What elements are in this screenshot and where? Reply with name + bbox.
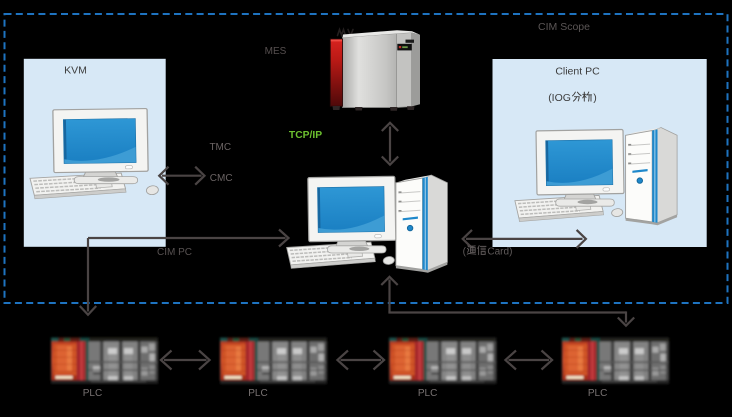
svg-text:PLC: PLC <box>83 388 102 399</box>
svg-text:CMC: CMC <box>210 173 233 184</box>
svg-text:TCP/IP: TCP/IP <box>289 130 322 141</box>
svg-text:PLC: PLC <box>418 388 437 399</box>
svg-text:Card): Card) <box>487 246 512 257</box>
svg-text:CIM PC: CIM PC <box>157 247 192 258</box>
svg-text:KVM: KVM <box>64 65 87 77</box>
svg-text:PLC: PLC <box>248 388 267 399</box>
svg-text:Client PC: Client PC <box>555 66 600 78</box>
svg-text:(: ( <box>463 246 467 257</box>
svg-text:(IOG: (IOG <box>548 92 571 104</box>
svg-text:TMC: TMC <box>209 142 231 153</box>
svg-text:): ) <box>593 92 597 104</box>
svg-text:MES: MES <box>265 46 287 57</box>
svg-text:PLC: PLC <box>588 388 607 399</box>
svg-text:CIM Scope: CIM Scope <box>538 21 590 33</box>
